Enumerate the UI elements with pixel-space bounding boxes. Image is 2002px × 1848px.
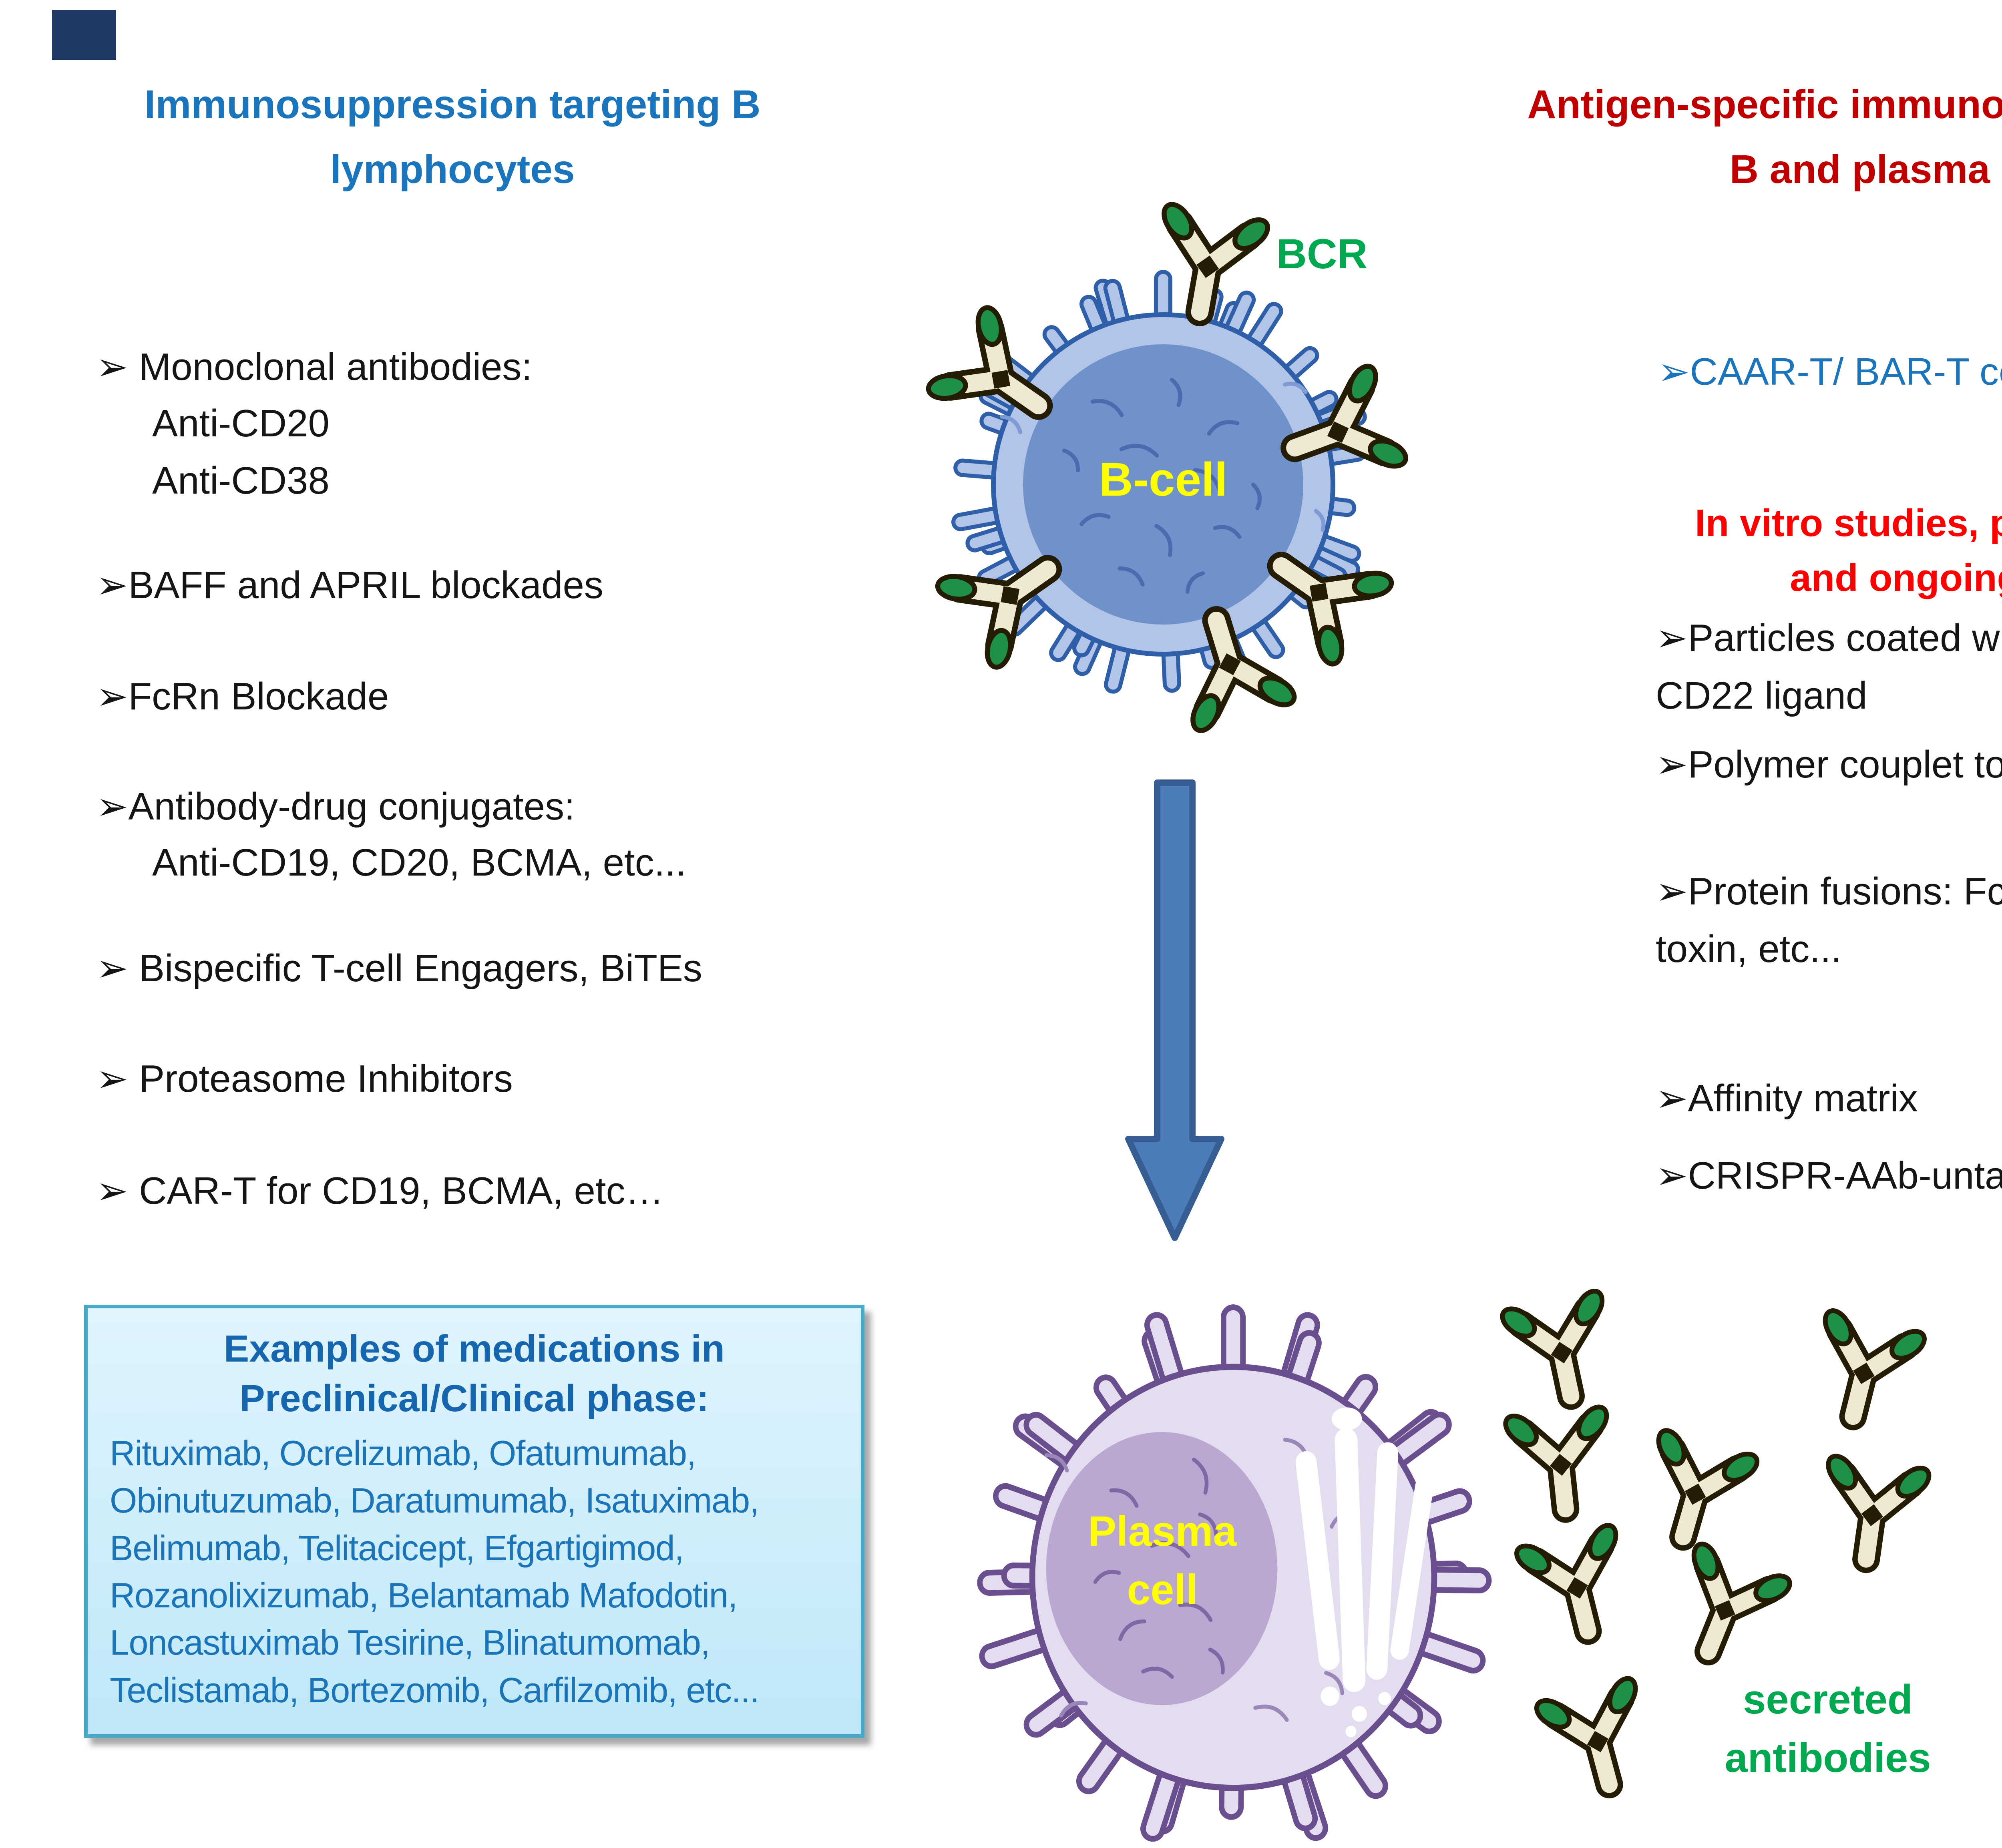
plasma-cell-illustration [977, 1304, 1492, 1842]
list-item-anti-cd38: Anti-CD38 [152, 459, 330, 502]
list-item-adc: ➢Antibody-drug conjugates: [96, 785, 575, 828]
list-item-proteasome: ➢ Proteasome Inhibitors [96, 1057, 513, 1100]
medications-box-title: Examples of medications in Preclinical/C… [223, 1328, 725, 1420]
list-item-monoclonal: ➢ Monoclonal antibodies: [96, 345, 533, 388]
bcr-label: BCR [1276, 231, 1368, 277]
secreted-antibodies-label: secreted antibodies [1725, 1676, 1931, 1781]
medications-box-body: Rituximab, Ocrelizumab, Ofatumumab, Obin… [110, 1433, 760, 1710]
list-item-affinity: ➢Affinity matrix [1656, 1077, 1918, 1120]
list-item-cart: ➢ CAR-T for CD19, BCMA, etc… [96, 1169, 664, 1212]
left-title: Immunosuppression targeting B lymphocyte… [144, 82, 761, 192]
right-title: Antigen-specific immunosuppression of B … [1527, 82, 2002, 192]
list-item-fcrn: ➢FcRn Blockade [96, 675, 389, 718]
list-item-crispr: ➢CRISPR-AAb-untargeting [1656, 1154, 2002, 1197]
list-item-adc-sub: Anti-CD19, CD20, BCMA, etc... [152, 841, 686, 884]
in-vitro-note: In vitro studies, proof-of-concept and o… [1695, 502, 2002, 600]
list-item-protein: ➢Protein fusions: Fc-antigen, antigen-to… [1656, 870, 2002, 970]
plasma-cell-label: Plasma cell [1088, 1508, 1237, 1614]
list-item-particles: ➢Particles coated with antigen and CD22 … [1656, 617, 2002, 717]
medications-box: Examples of medications in Preclinical/C… [84, 1305, 864, 1738]
down-arrow [1125, 779, 1224, 1241]
golgi-icon [1295, 1407, 1434, 1738]
corner-mark [52, 10, 116, 60]
list-item-anti-cd20: Anti-CD20 [152, 402, 330, 445]
b-cell-label: B-cell [1099, 453, 1228, 506]
list-item-baff: ➢BAFF and APRIL blockades [96, 564, 603, 607]
list-item-bites: ➢ Bispecific T-cell Engagers, BiTEs [96, 947, 702, 990]
list-item-polymer: ➢Polymer couplet to antigen and LABL [1656, 743, 2002, 786]
